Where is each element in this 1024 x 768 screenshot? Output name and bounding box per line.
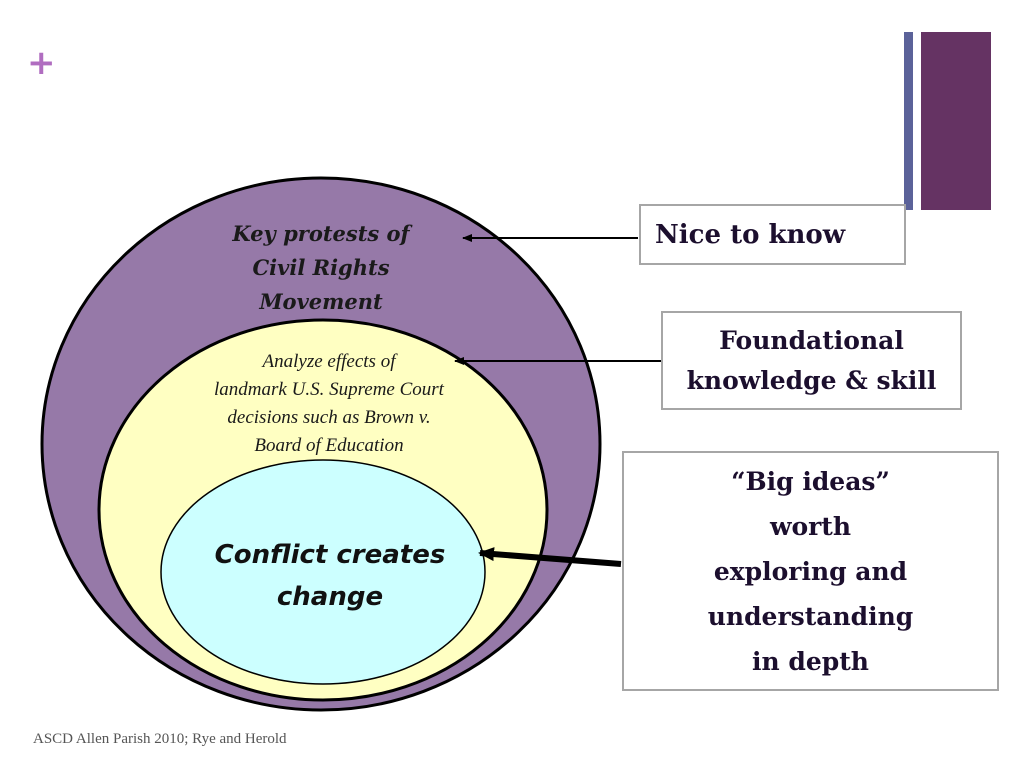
- callout-big-line: in depth: [752, 646, 869, 676]
- inner-circle-label: Conflict creates change: [180, 534, 480, 618]
- callout-big-line: “Big ideas”: [731, 466, 890, 496]
- callout-foundational-line: Foundational: [719, 325, 904, 355]
- callout-foundational-line: knowledge & skill: [686, 365, 937, 395]
- inner-label-line: change: [276, 582, 384, 612]
- plus-icon: +: [27, 43, 56, 83]
- accent-bar-thin: [904, 32, 913, 210]
- callout-big-line: understanding: [707, 601, 914, 631]
- footer-citation: ASCD Allen Parish 2010; Rye and Herold: [33, 731, 287, 747]
- outer-label-line: Civil Rights: [252, 255, 390, 280]
- middle-label-line: Board of Education: [254, 435, 404, 456]
- outer-circle-label: Key protests of Civil Rights Movement: [190, 217, 452, 319]
- middle-label-line: Analyze effects of: [262, 351, 396, 372]
- inner-label-line: Conflict creates: [214, 540, 446, 570]
- callout-foundational: Foundational knowledge & skill: [661, 311, 962, 410]
- middle-label-line: decisions such as Brown v.: [227, 407, 431, 428]
- callout-nice-to-know: Nice to know: [639, 204, 906, 265]
- callout-nice-text: Nice to know: [655, 219, 846, 250]
- callout-big-ideas: “Big ideas” worth exploring and understa…: [622, 451, 999, 691]
- inner-circle: [160, 459, 486, 685]
- outer-label-line: Key protests of: [232, 221, 410, 246]
- middle-circle-label: Analyze effects of landmark U.S. Supreme…: [168, 348, 490, 460]
- callout-big-line: worth: [769, 511, 852, 541]
- accent-bar-thick: [921, 32, 991, 210]
- callout-big-line: exploring and: [713, 556, 908, 586]
- outer-label-line: Movement: [259, 289, 383, 314]
- middle-label-line: landmark U.S. Supreme Court: [214, 379, 444, 400]
- arrow-big-ideas: [478, 547, 622, 567]
